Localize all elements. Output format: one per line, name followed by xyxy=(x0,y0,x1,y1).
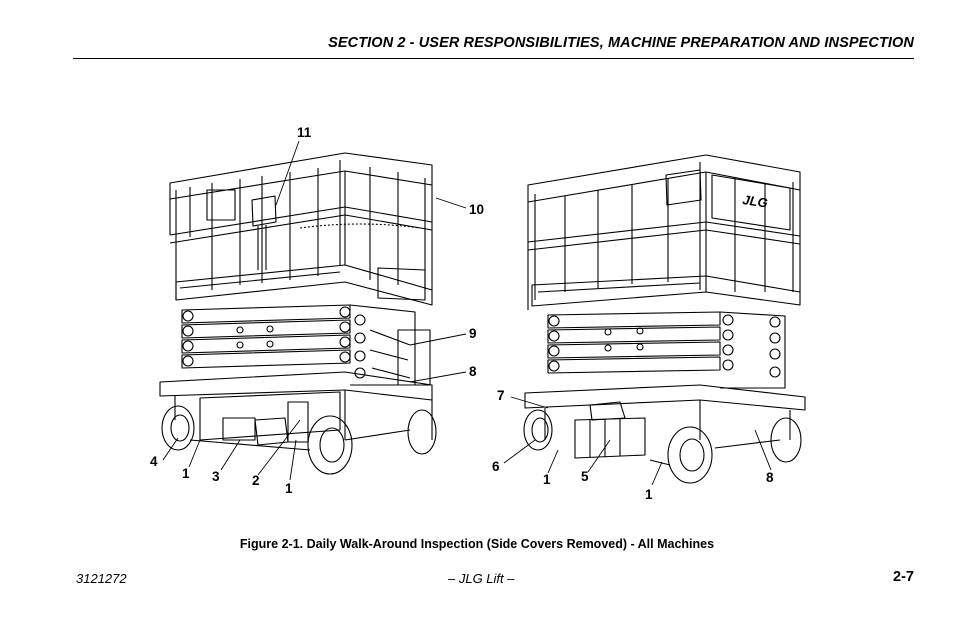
callout-1: 1 xyxy=(645,487,653,502)
section-title: SECTION 2 - USER RESPONSIBILITIES, MACHI… xyxy=(328,35,914,51)
callout-5: 5 xyxy=(581,469,589,484)
callout-1: 1 xyxy=(285,481,293,496)
header-rule xyxy=(73,58,914,59)
callout-10: 10 xyxy=(469,202,484,217)
right-machine-drawing xyxy=(523,154,806,484)
footer-doc-number: 3121272 xyxy=(76,571,127,586)
callout-11: 11 xyxy=(297,125,312,140)
callout-8: 8 xyxy=(766,470,774,485)
callout-6: 6 xyxy=(492,459,500,474)
jlg-decal-text: JLG xyxy=(742,192,769,210)
callout-3: 3 xyxy=(212,469,220,484)
callout-1: 1 xyxy=(543,472,551,487)
callout-2: 2 xyxy=(252,473,260,488)
callout-7: 7 xyxy=(497,388,505,403)
callout-8: 8 xyxy=(469,364,477,379)
figure-caption: Figure 2-1. Daily Walk-Around Inspection… xyxy=(239,537,715,551)
right-machine-callouts: 7 6 1 5 1 8 xyxy=(492,388,774,502)
callout-leaders xyxy=(162,140,772,486)
left-machine-drawing xyxy=(159,152,437,475)
left-machine-callouts: 11 10 9 8 4 1 3 2 1 xyxy=(150,125,484,496)
callout-4: 4 xyxy=(150,454,158,469)
callout-9: 9 xyxy=(469,326,477,341)
footer-center-text: – JLG Lift – xyxy=(448,571,515,586)
callout-1: 1 xyxy=(182,466,190,481)
page-number: 2-7 xyxy=(893,569,914,585)
